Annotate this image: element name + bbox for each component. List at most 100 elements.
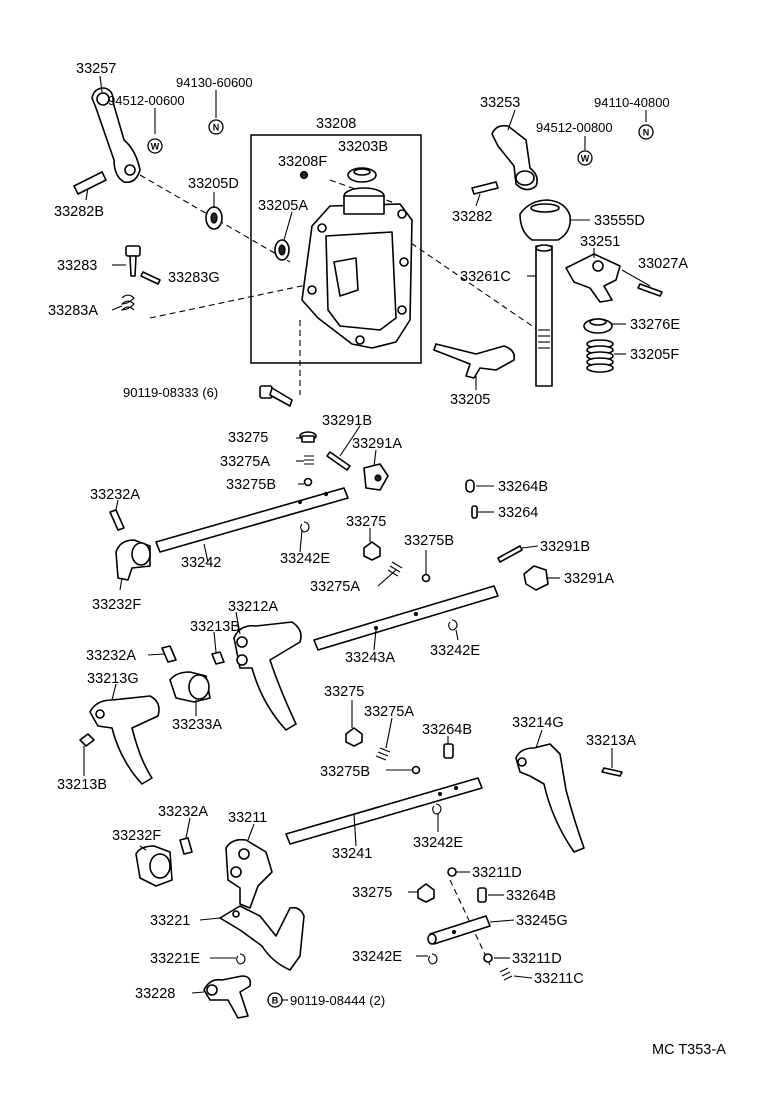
spring-33205F [586, 339, 614, 373]
snap-ring-33242E-d [428, 953, 438, 965]
label-33275A-top: 33275A [220, 454, 270, 470]
plug-33275-mid [363, 541, 381, 561]
part-labels: 33257 94130-60600 94512-00600 33208 3325… [48, 61, 726, 1058]
pin-33264 [471, 505, 478, 519]
pin-33264B-bot [477, 887, 487, 903]
plug-33275-low [345, 727, 363, 747]
plug-33275-top [299, 431, 317, 443]
shaft-33261C [535, 244, 553, 387]
label-33205A: 33205A [258, 198, 308, 214]
label-94110-40800: 94110-40800 [594, 95, 670, 110]
spring-33275A-top [304, 455, 314, 465]
label-33275-mid: 33275 [346, 514, 386, 530]
pin-33232A-mid [161, 645, 177, 663]
label-33275B-low: 33275B [320, 764, 370, 780]
label-33211D-top: 33211D [472, 865, 522, 881]
label-94130-60600: 94130-60600 [176, 75, 253, 90]
snap-ring-33242E-a [300, 521, 310, 533]
seat-33276E [583, 318, 613, 334]
label-33213B-low: 33213B [57, 777, 107, 793]
shift-fork-33213G [89, 695, 160, 785]
svg-text:W: W [581, 154, 590, 164]
label-33211C: 33211C [534, 971, 584, 987]
label-33275B-top: 33275B [226, 477, 276, 493]
label-33257: 33257 [76, 61, 116, 77]
label-33242E-a: 33242E [280, 551, 330, 567]
label-33232A-low: 33232A [158, 804, 208, 820]
shift-case-33208 [301, 187, 413, 349]
label-33291A-top: 33291A [352, 436, 402, 452]
label-33264B-bot: 33264B [506, 888, 556, 904]
label-33291B-top: 33291B [322, 413, 372, 429]
label-33242E-d: 33242E [352, 949, 402, 965]
label-33275A-mid: 33275A [310, 579, 360, 595]
label-33282B: 33282B [54, 204, 104, 220]
pin-33232A-top [109, 509, 125, 531]
label-33212A: 33212A [228, 599, 278, 615]
label-33275-top: 33275 [228, 430, 268, 446]
shift-fork-33214G [515, 743, 585, 853]
ball-33275B-top [303, 477, 313, 487]
shift-head-33211 [225, 838, 273, 909]
shift-fork-33221 [219, 905, 305, 971]
label-33275B-mid: 33275B [404, 533, 454, 549]
bolt-33213B-low [79, 733, 95, 747]
block-33291A-top [363, 463, 389, 491]
ball-33275B-mid [421, 573, 431, 583]
catalog-code: MC T353-A [652, 1042, 726, 1058]
label-33233A: 33233A [172, 717, 222, 733]
shift-lever-33257 [91, 87, 141, 184]
shaft-33242 [155, 487, 349, 553]
label-33205F: 33205F [630, 347, 679, 363]
spring-33275A-mid [387, 561, 403, 577]
plug-33275-bot [417, 883, 435, 903]
leader-lines [83, 75, 651, 1001]
label-33221E: 33221E [150, 951, 200, 967]
label-33261C: 33261C [460, 269, 511, 285]
case-box-33208 [250, 134, 422, 364]
label-33205: 33205 [450, 392, 490, 408]
label-90119-08333: 90119-08333 (6) [123, 385, 218, 400]
symbol-b-icon: B [267, 992, 283, 1008]
label-33213B-top: 33213B [190, 619, 240, 635]
label-33283G: 33283G [168, 270, 220, 286]
symbol-n-icon-a: N [208, 119, 224, 135]
symbol-w-icon-b: W [577, 150, 593, 166]
label-33203B: 33203B [338, 139, 388, 155]
lever-33228 [203, 975, 252, 1019]
ball-33211D-top [447, 867, 457, 877]
pin-33213A [601, 767, 623, 777]
svg-text:W: W [151, 142, 160, 152]
label-33211: 33211 [228, 810, 267, 826]
label-33232A-top: 33232A [90, 487, 140, 503]
label-33291A-mid: 33291A [564, 571, 614, 587]
seal-33203B [347, 167, 377, 183]
bolt-90119-08333 [259, 385, 293, 407]
pin-33264B-top [465, 479, 475, 493]
label-33264: 33264 [498, 505, 538, 521]
snap-ring-33221E [236, 953, 246, 965]
lever-33205 [433, 343, 516, 379]
label-33275-low: 33275 [324, 684, 364, 700]
label-33208F: 33208F [278, 154, 327, 170]
shift-head-33232F-top [115, 539, 151, 581]
shift-fork-33212A [233, 621, 302, 731]
snap-ring-33242E-c [432, 803, 442, 815]
snap-ring-33242E-b [448, 619, 458, 631]
label-33264B-top: 33264B [498, 479, 548, 495]
label-33253: 33253 [480, 95, 520, 111]
spring-33211C [499, 967, 513, 981]
shaft-33243A [313, 585, 499, 651]
label-33243A: 33243A [345, 650, 395, 666]
label-33211D-bot: 33211D [512, 951, 562, 967]
shaft-33245G [427, 915, 491, 945]
plug-33208F [299, 170, 309, 180]
label-94512-00600: 94512-00600 [108, 93, 185, 108]
svg-text:N: N [213, 123, 220, 133]
pin-33291B-mid [497, 545, 523, 563]
label-33213G: 33213G [87, 671, 139, 687]
label-33245G: 33245G [516, 913, 568, 929]
shift-head-33233A [169, 671, 211, 703]
label-33232A-mid: 33232A [86, 648, 136, 664]
